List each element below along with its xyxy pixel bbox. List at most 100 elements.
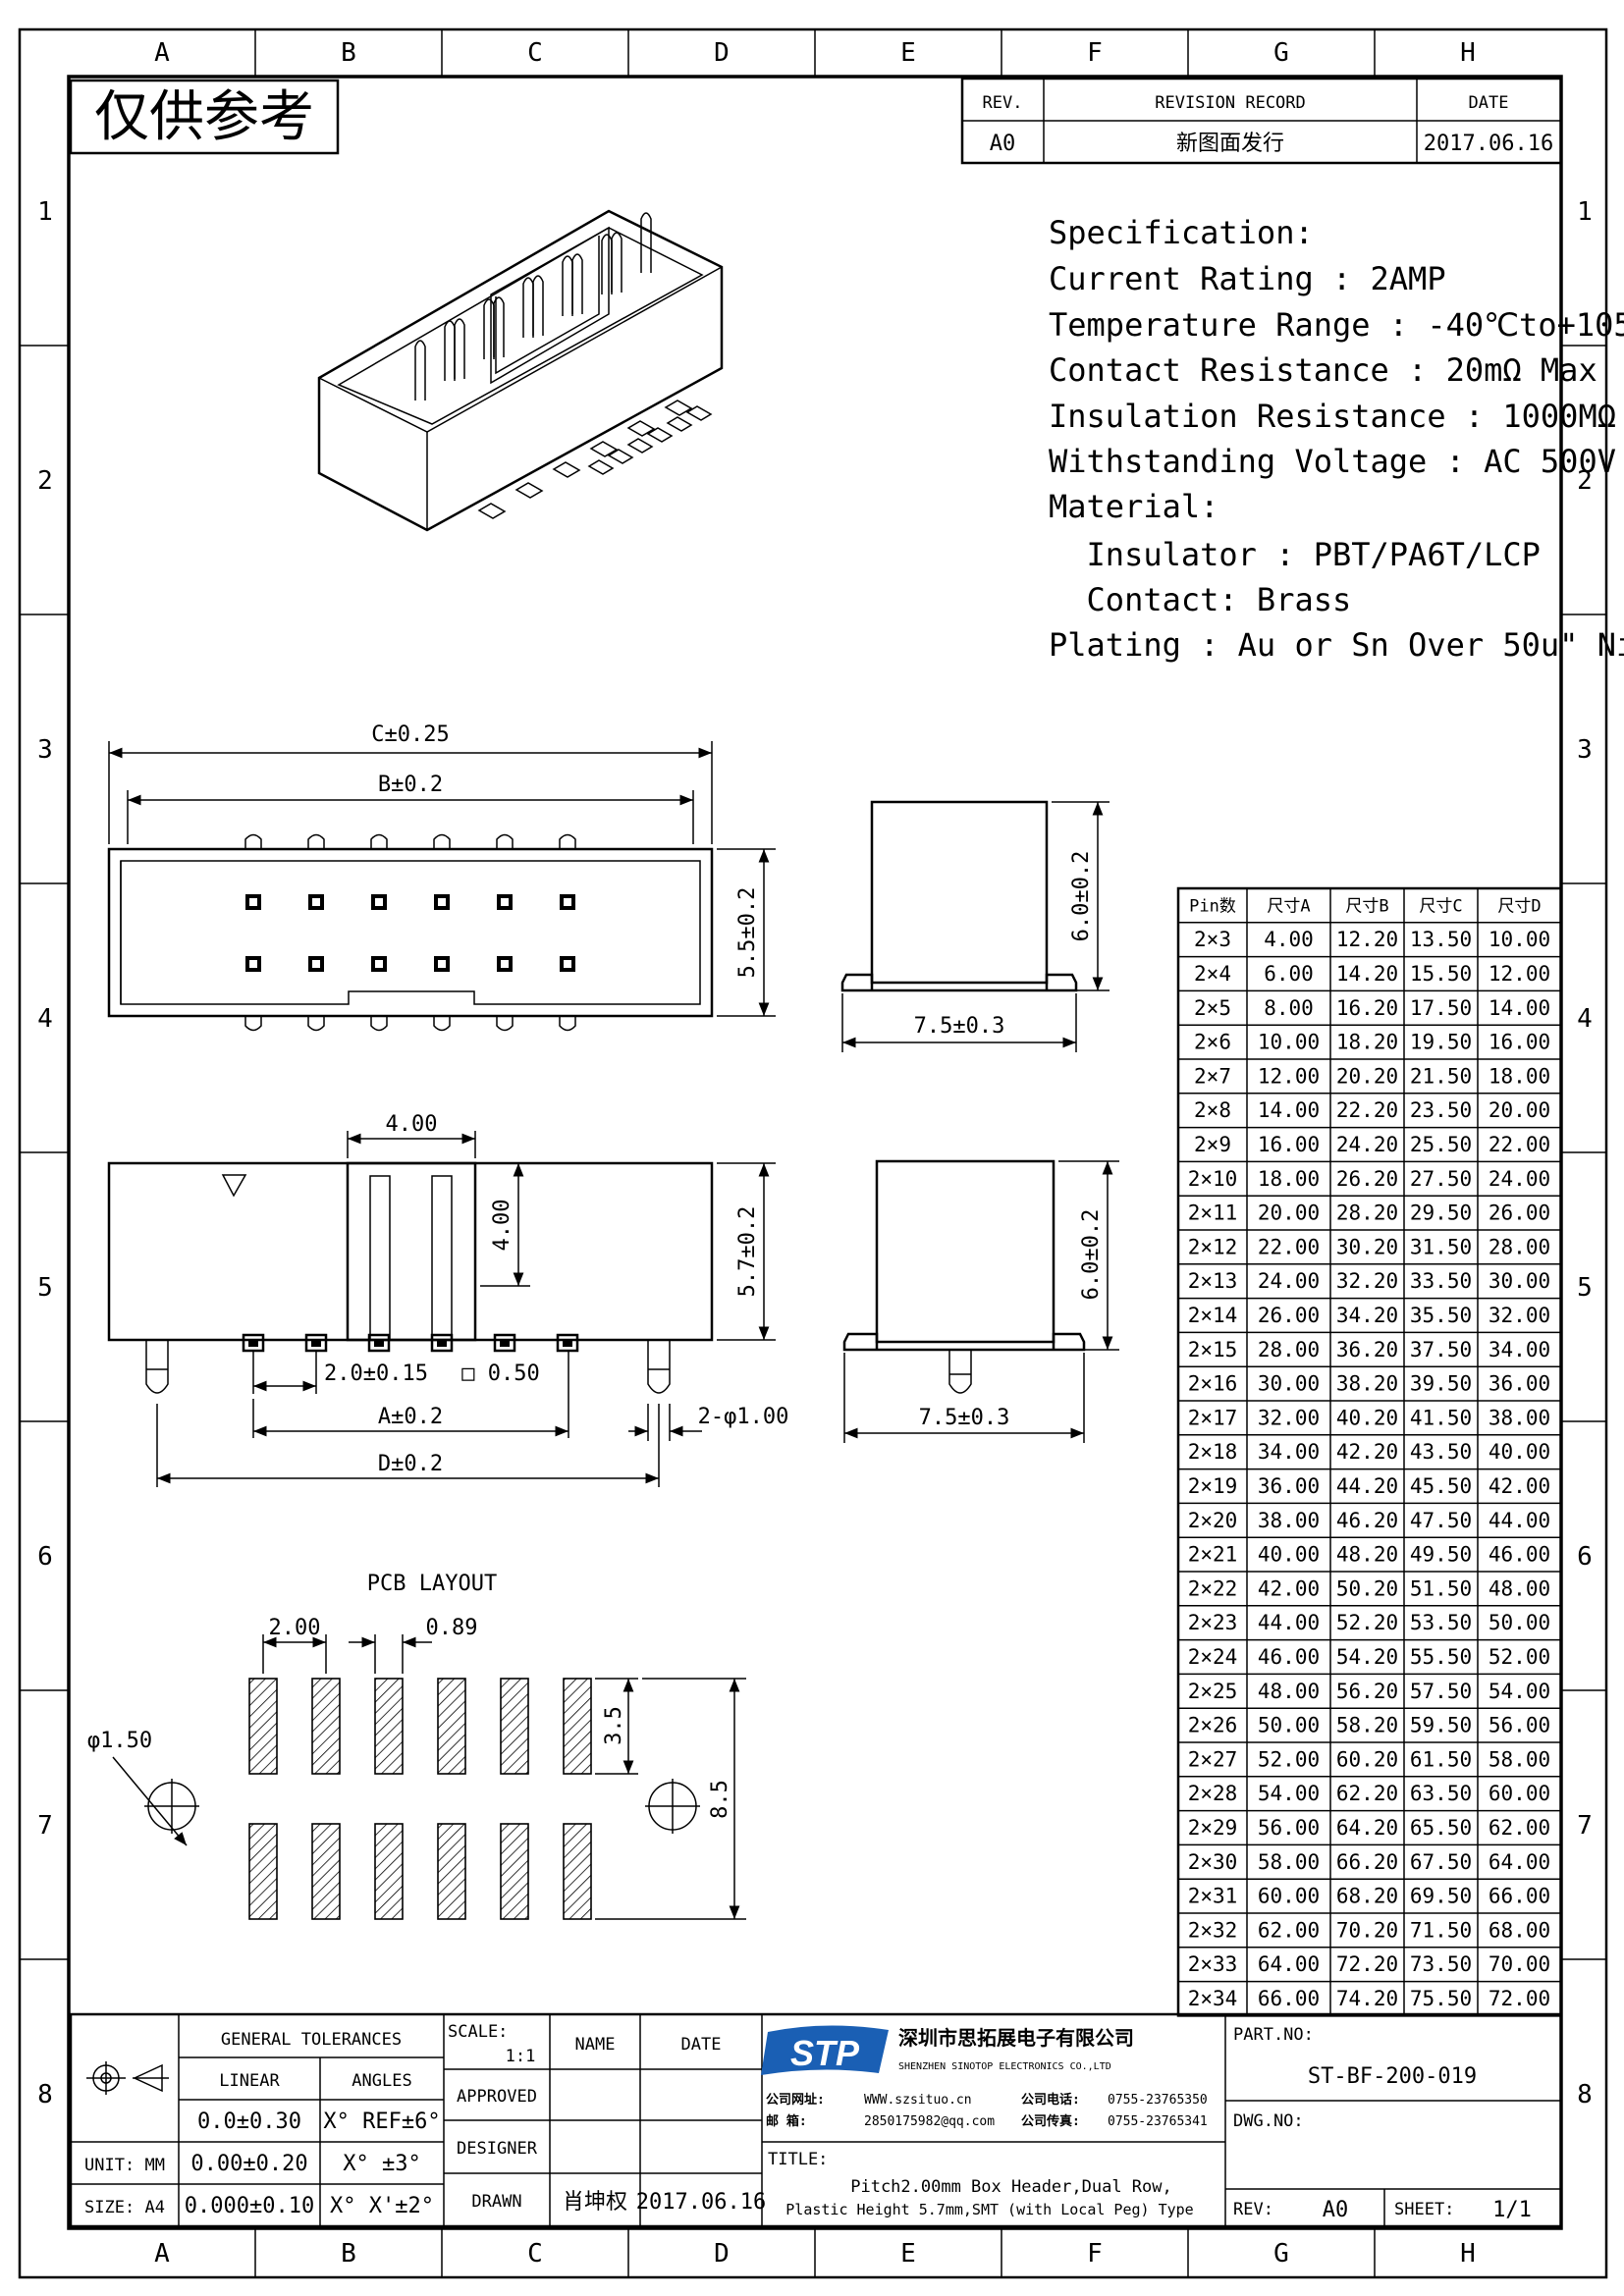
company-logo: STP (761, 2025, 889, 2075)
angle-tolerance-3: X° X'±2° (330, 2194, 434, 2218)
table-cell: 26.00 (1489, 1201, 1550, 1225)
table-cell: 2×31 (1188, 1885, 1238, 1908)
table-cell: 57.50 (1410, 1680, 1472, 1703)
table-cell: 31.50 (1410, 1235, 1472, 1258)
scale-label: SCALE: (448, 2022, 508, 2042)
iso-pin (493, 296, 505, 357)
table-cell: 37.50 (1410, 1338, 1472, 1362)
row-label-8-right: 8 (1577, 2080, 1593, 2109)
dwg-no-label: DWG.NO: (1233, 2111, 1304, 2131)
pcb-pad (311, 1678, 341, 1775)
table-cell: 39.50 (1410, 1372, 1472, 1396)
table-cell: 24.20 (1336, 1133, 1398, 1156)
table-cell: 36.00 (1489, 1372, 1550, 1396)
unit-label: UNIT: MM (84, 2156, 165, 2175)
table-cell: 34.00 (1489, 1338, 1550, 1362)
pcb-pad (374, 1823, 404, 1920)
fax-label: 公司传真: (1021, 2113, 1080, 2129)
table-cell: 2×12 (1188, 1235, 1238, 1258)
row-label-5-left: 5 (37, 1273, 53, 1303)
front-pin (493, 1333, 516, 1353)
table-cell: 73.50 (1410, 1952, 1472, 1976)
column-label-f-top: F (1087, 38, 1103, 68)
pcb-pad (311, 1823, 341, 1920)
pin-square-center (375, 898, 383, 906)
table-cell: 20.00 (1489, 1098, 1550, 1122)
row-label-1-left: 1 (37, 197, 53, 227)
table-cell: 44.20 (1336, 1474, 1398, 1498)
table-cell: 45.50 (1410, 1474, 1472, 1498)
pin-square-center (438, 898, 446, 906)
column-label-h-bottom: H (1460, 2239, 1476, 2269)
table-cell: 2×20 (1188, 1509, 1238, 1532)
iso-smt-leg-far (666, 416, 693, 432)
table-cell: 30.20 (1336, 1235, 1398, 1258)
dim-b-label: B±0.2 (378, 773, 443, 797)
column-label-e-bottom: E (900, 2239, 916, 2269)
spec-line-insulator: Insulator : PBT/PA6T/LCP (1049, 536, 1541, 573)
smt-leg-top (559, 833, 576, 849)
table-cell: 25.50 (1410, 1133, 1472, 1156)
iso-smt-leg (477, 503, 507, 519)
table-cell: 70.20 (1336, 1918, 1398, 1942)
table-cell: 29.50 (1410, 1201, 1472, 1225)
spec-line-contact: Contact: Brass (1049, 581, 1351, 618)
pcb-pad (437, 1678, 466, 1775)
pcb-layout-title: PCB LAYOUT (367, 1572, 497, 1596)
drawn-name: 肖坤权 (563, 2190, 627, 2215)
dim-a-label: A±0.2 (378, 1405, 443, 1429)
table-cell: 55.50 (1410, 1645, 1472, 1669)
smt-leg-top (370, 833, 388, 849)
table-cell: 58.00 (1258, 1850, 1320, 1874)
column-label-e-top: E (900, 38, 916, 68)
spec-line-contact-resistance: Contact Resistance : 20mΩ Max (1049, 351, 1597, 389)
pcb-pad-width-label: 0.89 (426, 1616, 478, 1640)
front-pin (367, 1333, 391, 1353)
column-label-h-top: H (1460, 38, 1476, 68)
table-cell: 64.00 (1258, 1952, 1320, 1976)
angles-label: ANGLES (352, 2071, 411, 2091)
projection-symbol-icon (86, 2061, 169, 2095)
table-cell: 70.00 (1489, 1952, 1550, 1976)
table-cell: 24.00 (1489, 1167, 1550, 1191)
table-cell: 34.20 (1336, 1304, 1398, 1327)
date-header: DATE (1469, 93, 1509, 113)
date-header-titleblock: DATE (681, 2035, 722, 2055)
angle-tolerance-1: X° REF±6° (323, 2109, 440, 2134)
table-cell: 46.00 (1489, 1543, 1550, 1567)
iso-smt-leg (514, 482, 544, 499)
column-label-a-top: A (154, 38, 170, 68)
table-cell: 58.20 (1336, 1714, 1398, 1737)
top-view: C±0.25 B±0.2 5.5±0.2 (107, 722, 776, 1032)
angle-tolerance-2: X° ±3° (343, 2152, 420, 2176)
revision-record-header: REVISION RECORD (1155, 93, 1306, 113)
smt-leg-bottom (370, 1016, 388, 1032)
table-cell: 40.20 (1336, 1406, 1398, 1429)
pin-square-center (438, 960, 446, 968)
smt-leg-bottom (496, 1016, 514, 1032)
table-cell: 52.00 (1489, 1645, 1550, 1669)
smt-leg-bottom (244, 1016, 262, 1032)
iso-pin (611, 232, 623, 293)
size-label: SIZE: A4 (84, 2198, 165, 2217)
dim-height-60b-label: 6.0±0.2 (1079, 1209, 1104, 1301)
row-label-6-left: 6 (37, 1542, 53, 1572)
table-cell: 2×9 (1194, 1133, 1231, 1156)
pcb-span-label: 8.5 (708, 1780, 732, 1819)
dim-width-75a-label: 7.5±0.3 (914, 1014, 1005, 1039)
table-cell: 72.00 (1489, 1987, 1550, 2010)
